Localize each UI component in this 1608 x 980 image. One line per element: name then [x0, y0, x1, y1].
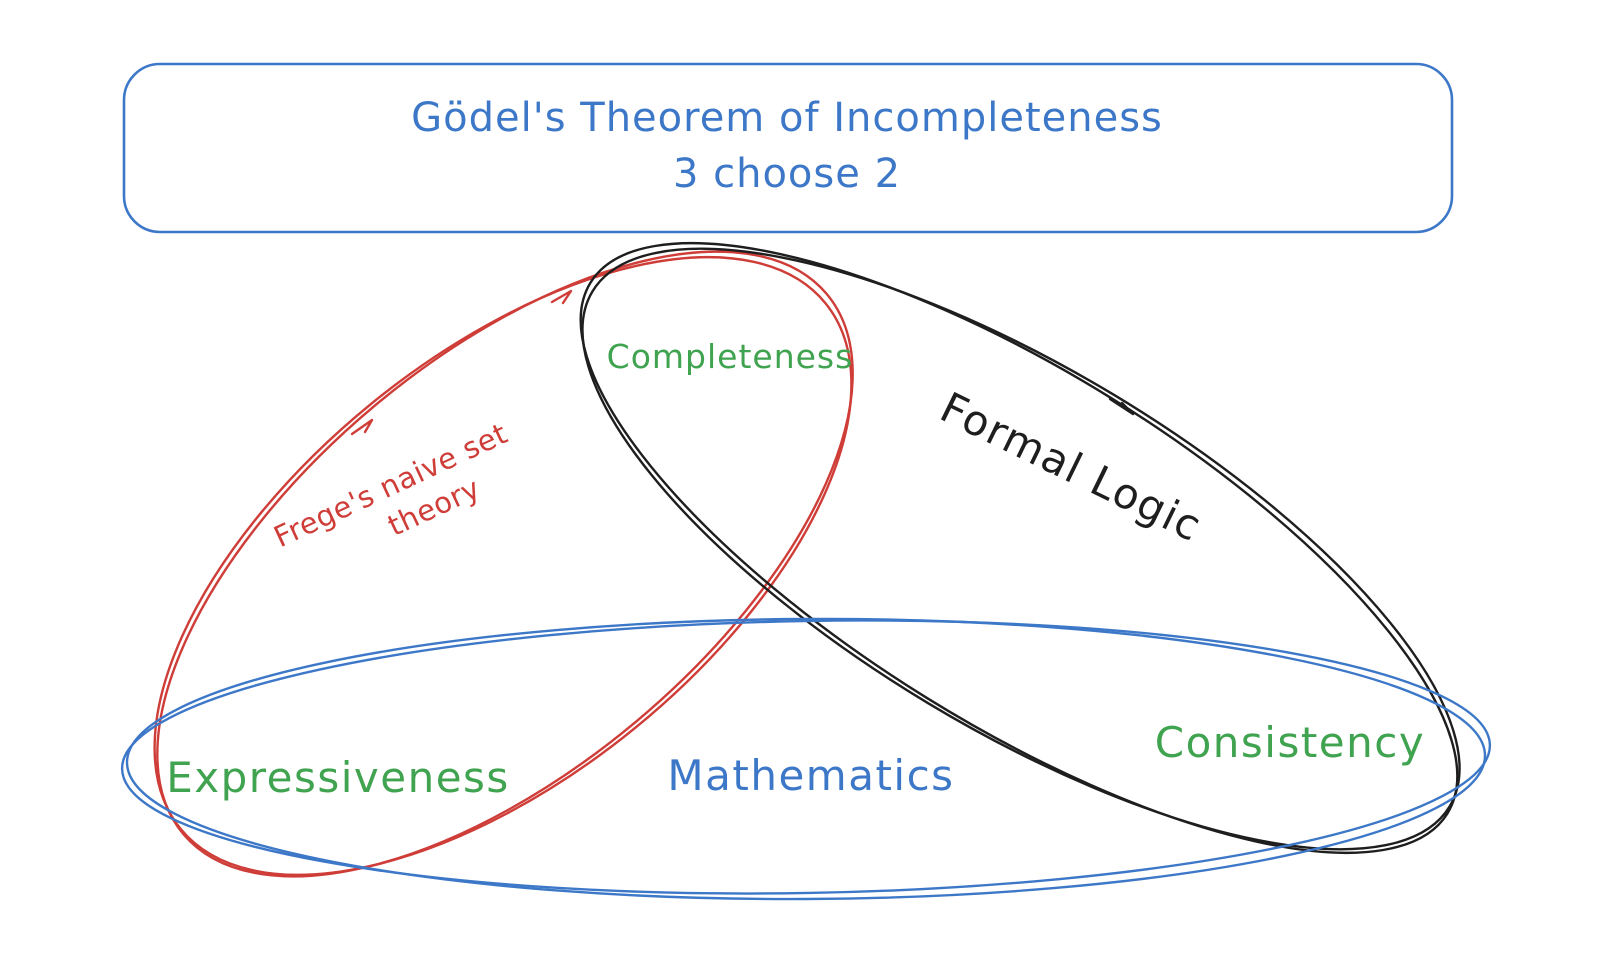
expressiveness-label: Expressiveness: [166, 753, 510, 802]
title-box: [122, 62, 1454, 234]
formal-logic-ellipse: [581, 247, 1461, 851]
consistency-label: Consistency: [1155, 718, 1425, 767]
title-line-2: 3 choose 2: [673, 151, 901, 197]
mathematics-ellipse-second-stroke: [125, 617, 1487, 901]
red-stroke-kink-top: [550, 289, 573, 305]
red-stroke-kink-left: [350, 418, 374, 436]
frege-set-ellipse: [156, 250, 854, 878]
formal-logic-ellipse-second-stroke: [579, 241, 1459, 855]
completeness-label: Completeness: [607, 337, 854, 376]
formal-logic-label-group: Formal Logic: [933, 383, 1210, 552]
title-line-1: Gödel's Theorem of Incompleteness: [411, 95, 1163, 141]
frege-set-label-group: Frege's naive set theory: [269, 416, 513, 554]
black-stroke-kink: [1108, 397, 1135, 416]
frege-set-ellipse-second-stroke: [153, 255, 853, 877]
mathematics-ellipse: [120, 619, 1492, 895]
formal-logic-label: Formal Logic: [933, 383, 1210, 552]
mathematics-label: Mathematics: [667, 751, 954, 800]
